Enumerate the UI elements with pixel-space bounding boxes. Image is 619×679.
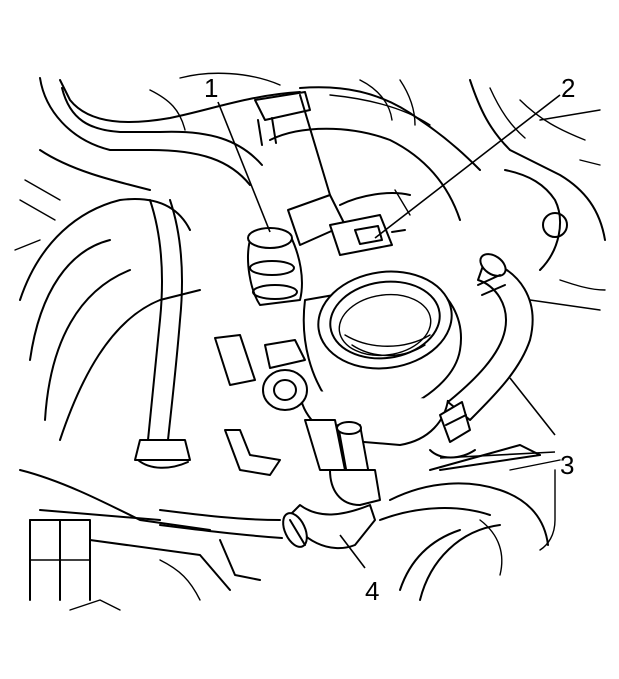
leader-3a	[509, 377, 556, 436]
leader-3b	[439, 451, 556, 459]
item-3-hose	[429, 253, 534, 459]
callout-2: 2	[561, 73, 575, 103]
callout-3: 3	[560, 450, 574, 480]
callout-4: 4	[365, 576, 379, 606]
item-4-hose-clamp	[159, 504, 376, 550]
throttle-body	[214, 270, 462, 506]
background-structure	[14, 72, 606, 611]
item-2-electrical-connector	[329, 189, 411, 256]
leader-1	[217, 101, 271, 233]
item-1-hose-connector	[247, 91, 346, 306]
callout-1: 1	[204, 73, 218, 103]
callout-leaders	[217, 94, 561, 569]
leader-4	[339, 534, 366, 569]
callout-labels: 1 2 3 4	[204, 73, 575, 606]
leader-2	[374, 94, 561, 239]
